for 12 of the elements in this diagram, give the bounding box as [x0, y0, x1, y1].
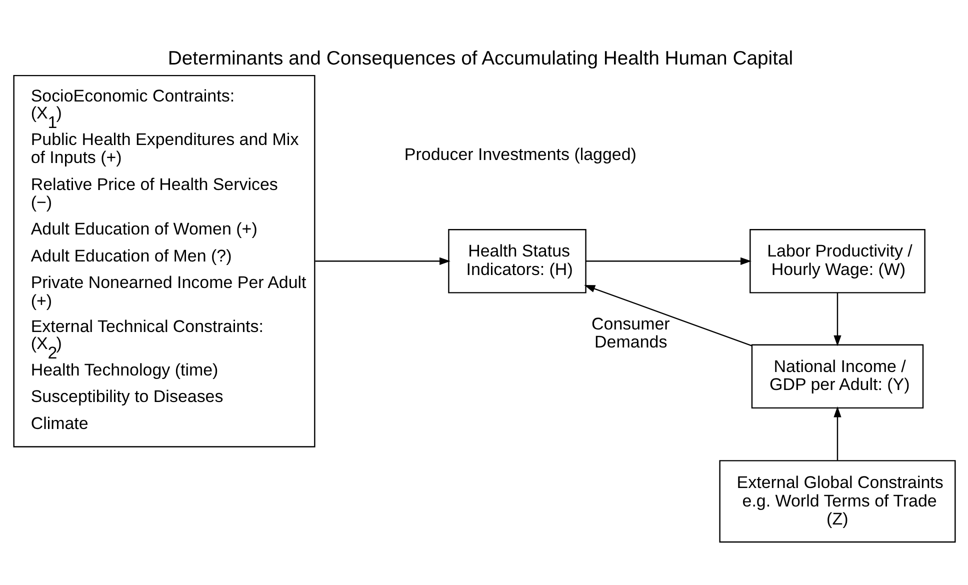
- arrow: [833, 406, 841, 460]
- label: Producer Investments (lagged): [404, 144, 636, 164]
- arrow: [314, 256, 450, 264]
- node-box: Labor Productivity / Hourly Wage: (W): [749, 228, 925, 293]
- arrow: [584, 284, 752, 346]
- diagram-title: Determinants and Consequences of Accumulating Health Human Capital: [167, 46, 793, 69]
- arrow: [585, 256, 751, 264]
- node-box: External Global Constraints e.g. World Terms of Trade (Z): [718, 460, 956, 542]
- arrow: [833, 292, 841, 346]
- edge-label: Consumer Demands: [591, 314, 670, 352]
- node-box: Health Status Indicators: (H): [448, 228, 586, 293]
- node-box: National Income / GDP per Adult: (Y): [750, 344, 924, 408]
